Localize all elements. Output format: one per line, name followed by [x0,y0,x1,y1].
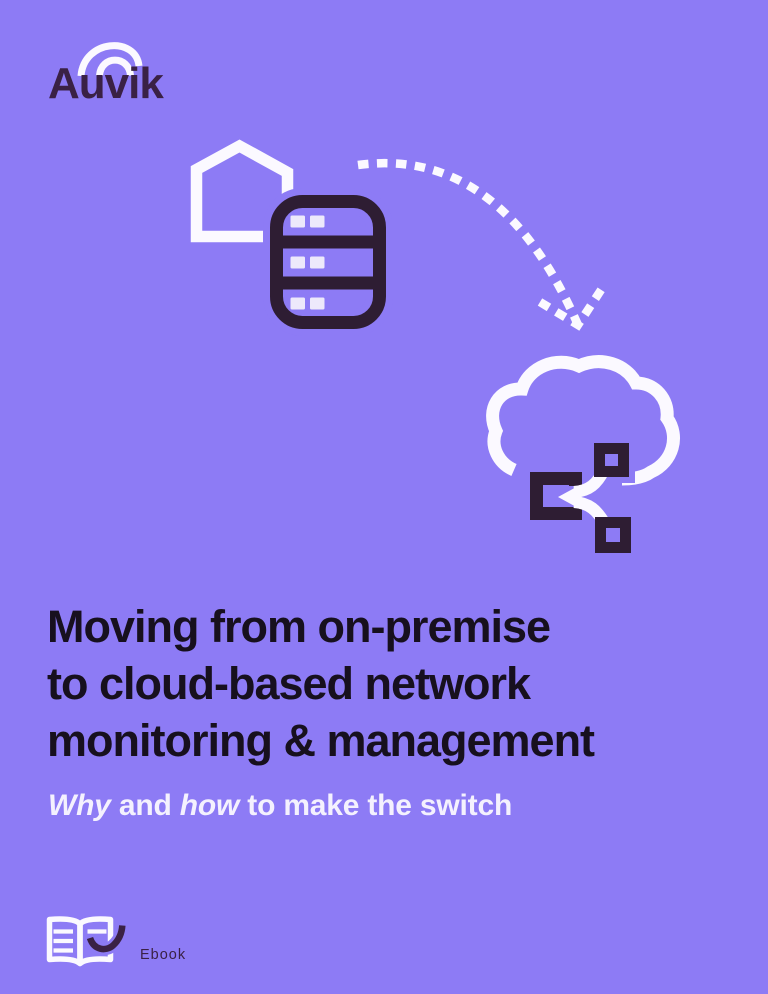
subtitle-why: Why [48,789,111,822]
network-share-icon [523,437,637,559]
brand-wordmark: Auvik [48,59,164,108]
server-icon [263,188,393,336]
cloud-icon [486,355,680,486]
title-line-1: Moving from on-premise [47,601,551,652]
title-line-2: to cloud-based network [47,658,531,709]
migration-arrow-icon [357,158,607,331]
auvik-arcs-icon [77,42,143,77]
cover-subtitle: Why and how to make the switch [48,788,512,824]
subtitle-how: how [179,789,240,822]
cover-title: Moving from on-premise to cloud-based ne… [47,598,595,769]
house-icon [190,139,294,243]
subtitle-and: and [110,789,180,822]
subtitle-rest: to make the switch [239,789,513,822]
ebook-icon [46,916,129,967]
content-type-label: Ebook [140,947,187,963]
title-line-3: monitoring & management [47,715,595,766]
